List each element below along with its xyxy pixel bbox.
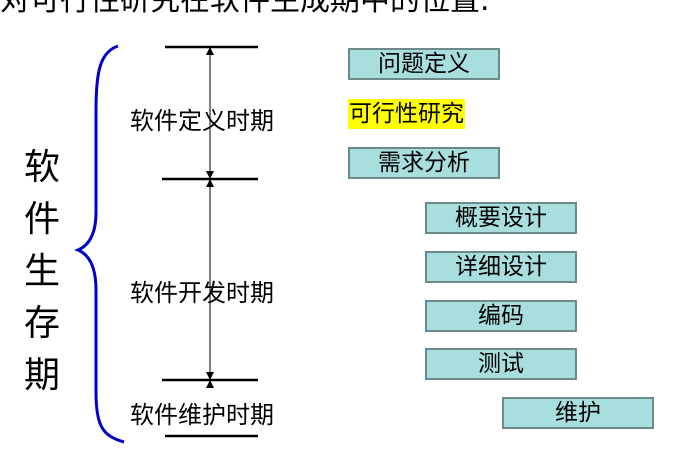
arrowhead-development-down: [206, 372, 214, 380]
task-box-requirements-analysis: 需求分析: [348, 147, 500, 179]
arrowhead-maintenance-up: [206, 380, 214, 388]
arrowhead-definition-down: [206, 171, 214, 179]
period-label-development: 软件开发时期: [130, 279, 274, 307]
task-box-detailed-design: 详细设计: [425, 251, 577, 283]
task-box-problem-definition: 问题定义: [348, 48, 500, 80]
arrowhead-top: [206, 47, 214, 55]
task-box-coding: 编码: [425, 300, 577, 332]
period-label-maintenance: 软件维护时期: [130, 401, 274, 429]
lifecycle-title: 软件生存期: [23, 147, 60, 396]
slide-caption: 对可行性研究在软件生成期中的位置.: [0, 0, 490, 18]
task-box-feasibility-study: 可行性研究: [348, 99, 465, 129]
task-box-maintenance: 维护: [502, 397, 654, 429]
left-brace: [74, 44, 125, 444]
period-label-definition: 软件定义时期: [130, 107, 274, 135]
arrowhead-development-up: [206, 179, 214, 187]
task-box-high-level-design: 概要设计: [425, 202, 577, 234]
task-box-testing: 测试: [425, 348, 577, 380]
